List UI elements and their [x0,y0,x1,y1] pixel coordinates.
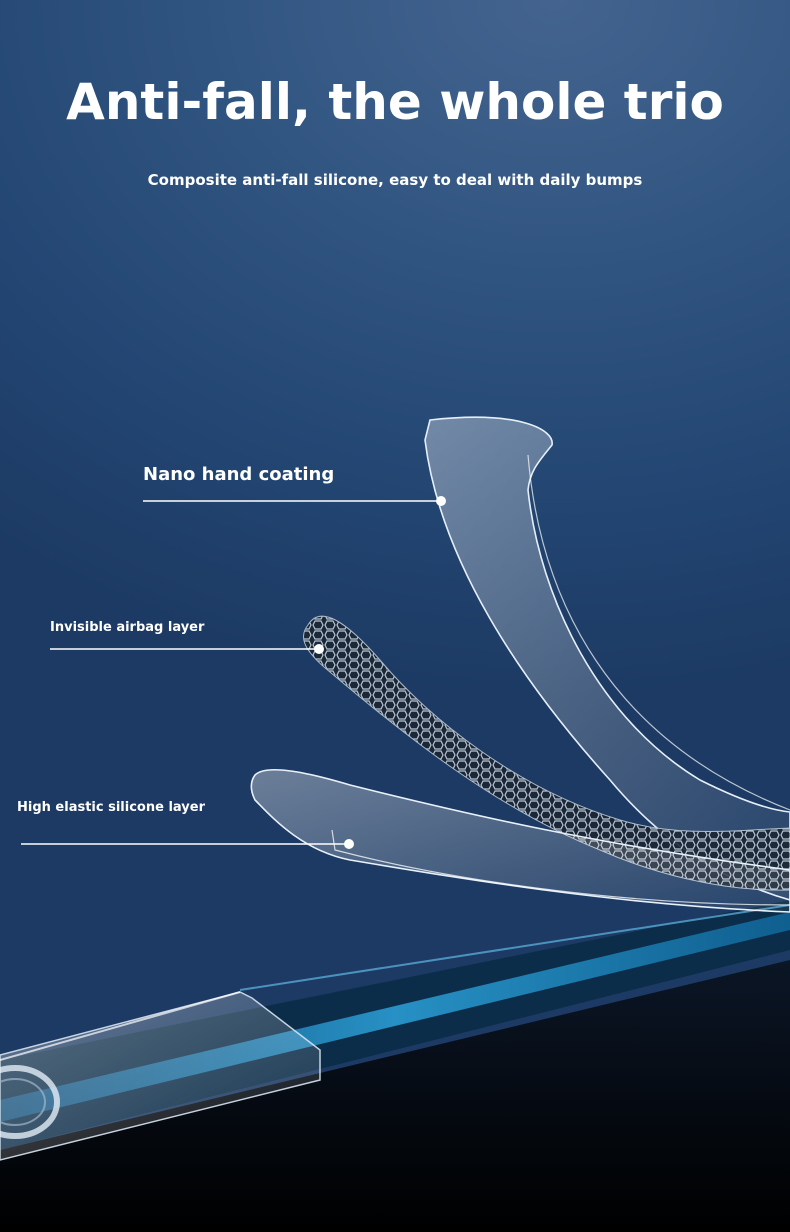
page-title: Anti-fall, the whole trio [66,73,724,131]
phone-top-line [239,904,790,991]
layer-label-nano-coating: Nano hand coating [143,464,335,485]
layer-label-airbag: Invisible airbag layer [50,620,205,635]
camera-ring [0,1065,60,1139]
dot-marker-icon [344,839,354,849]
nano-layer-fold [527,454,790,811]
case-frame-rim [0,991,241,1061]
camera-ring-inner [0,1078,46,1126]
silicone-layer-fold [331,829,790,906]
dot-marker-icon [314,644,324,654]
layer-label-silicone: High elastic silicone layer [17,800,205,815]
silicone-layer-shape [250,769,790,913]
page-subtitle: Composite anti-fall silicone, easy to de… [147,171,643,189]
nano-layer-shape [424,416,790,901]
dot-marker-icon [436,496,446,506]
floor-surface [0,960,790,1232]
